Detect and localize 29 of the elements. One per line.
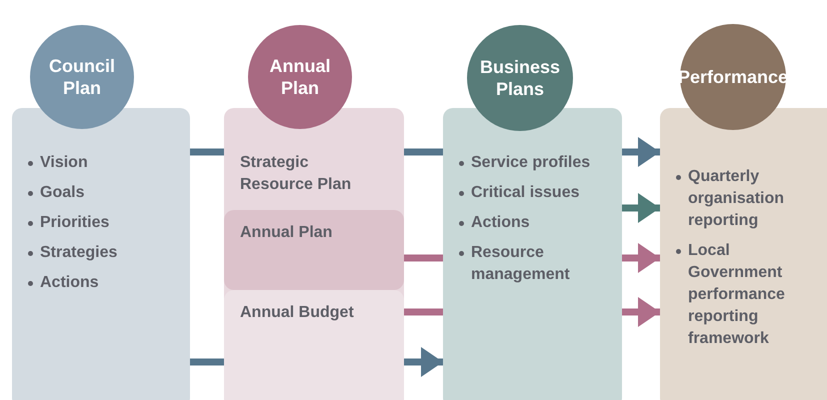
bullet-text: Quarterly organisation reporting [688, 167, 786, 231]
section-title: Annual Plan [240, 223, 334, 243]
circle-title: Council Plan [48, 55, 116, 99]
arrow [622, 137, 660, 167]
arrow [622, 193, 660, 223]
column-panel [224, 108, 404, 400]
arrow [622, 243, 660, 273]
bullet-text: Strategies [40, 243, 118, 263]
column-panel [660, 108, 827, 400]
circle-title: Business Plans [478, 56, 562, 100]
bullet-text: Vision [40, 153, 88, 173]
bullet-text: Critical issues [471, 183, 580, 203]
bullet-text: Service profiles [471, 153, 590, 173]
bullet-text: Priorities [40, 213, 110, 233]
circle-title: Annual Plan [268, 55, 332, 99]
arrow [404, 347, 443, 377]
section-box [224, 210, 404, 290]
section-box [224, 290, 404, 400]
section-title: Annual Budget [240, 303, 355, 323]
column-panel [12, 108, 190, 400]
arrow [622, 297, 660, 327]
column-panel [443, 108, 622, 400]
bullet-text: Resource management [471, 243, 571, 285]
bullet-text: Actions [471, 213, 530, 233]
section-title: Strategic Resource Plan [240, 153, 352, 195]
bullet-text: Goals [40, 183, 84, 203]
bullet-text: Local Government performance reporting framework [688, 241, 786, 349]
circle-title: Performance [676, 66, 790, 88]
bullet-text: Actions [40, 273, 99, 293]
